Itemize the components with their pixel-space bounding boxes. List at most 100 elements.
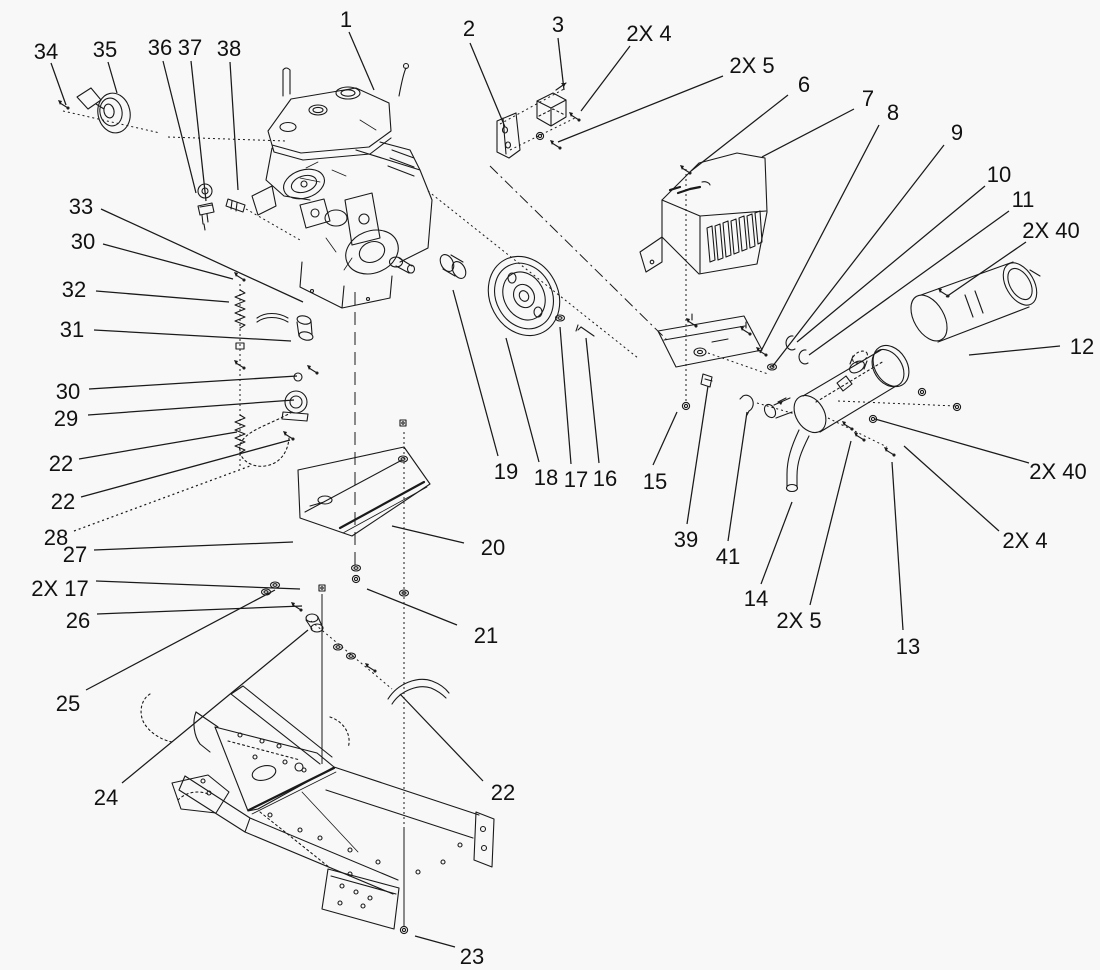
bolt-24-head-icon <box>318 584 326 592</box>
leader-line-7 <box>761 108 855 158</box>
axis-line <box>827 417 888 448</box>
leader-line-2X4 <box>903 445 1000 532</box>
leader-line-26 <box>96 605 303 615</box>
axis-line <box>509 117 576 151</box>
callout-label-19: 19 <box>494 459 518 484</box>
callout-label-2X4: 2X 4 <box>626 21 671 46</box>
callout-label-23: 23 <box>460 944 484 969</box>
leader-line-2X17 <box>95 580 301 590</box>
callout-label-24: 24 <box>94 785 118 810</box>
callout-label-31: 31 <box>60 317 84 342</box>
leader-line-32 <box>95 290 230 303</box>
leader-line-2X5 <box>557 75 724 143</box>
callout-label-26: 26 <box>66 608 90 633</box>
support-plate-drawing <box>657 313 809 411</box>
callout-label-15: 15 <box>643 469 667 494</box>
callout-label-37: 37 <box>178 35 202 60</box>
washer-25-icon <box>269 581 281 589</box>
callout-label-3: 3 <box>552 12 564 37</box>
clamp-41 <box>739 394 754 416</box>
leader-line-1 <box>348 31 375 91</box>
clamp-half-10 <box>785 335 796 351</box>
callout-label-25: 25 <box>56 691 80 716</box>
leader-line-25 <box>85 589 276 691</box>
leader-line-2 <box>469 42 506 128</box>
callout-label-14: 14 <box>744 586 768 611</box>
callout-label-18: 18 <box>534 465 558 490</box>
cover-drawing <box>639 152 768 275</box>
callout-label-16: 16 <box>593 466 617 491</box>
muffler-drawing <box>739 287 962 493</box>
leader-line-18 <box>505 337 540 463</box>
leader-line-41 <box>727 411 748 542</box>
axis-line <box>707 352 769 375</box>
mount-hardware-drawing <box>260 581 377 673</box>
leader-line-19 <box>452 289 499 457</box>
leader-line-29 <box>87 399 295 416</box>
callout-label-8: 8 <box>887 100 899 125</box>
muffler-guard-drawing <box>910 261 1041 343</box>
callout-label-12: 12 <box>1070 334 1094 359</box>
axis-line <box>245 208 301 241</box>
callout-label-11: 11 <box>1012 187 1035 212</box>
callout-label-34: 34 <box>34 39 58 64</box>
leader-line-28 <box>73 465 251 532</box>
leader-line-27 <box>93 541 294 551</box>
axis-line <box>756 402 796 415</box>
leader-line-21 <box>366 588 458 626</box>
pulley-drawing <box>439 254 595 337</box>
callout-label-2X4: 2X 4 <box>1002 528 1047 553</box>
bolt-23-head-icon <box>399 419 407 427</box>
leader-line-11 <box>808 210 1010 356</box>
clamp-half-11 <box>798 349 809 365</box>
callout-label-2X5: 2X 5 <box>729 53 774 78</box>
leader-line-13 <box>891 461 904 631</box>
nut-21-icon <box>351 574 361 584</box>
leader-line-31 <box>93 329 292 342</box>
leader-line-23 <box>414 935 456 948</box>
leader-line-35 <box>107 61 118 94</box>
leader-line-3 <box>557 37 565 91</box>
nut-23-icon <box>399 925 409 935</box>
callout-label-2X17: 2X 17 <box>31 576 89 601</box>
screw-34-icon <box>57 99 70 110</box>
clamp-30 <box>293 372 303 382</box>
leader-line-2X40 <box>945 241 1027 298</box>
leader-line-9 <box>771 144 945 368</box>
callout-label-13: 13 <box>896 634 920 659</box>
mount-bracket-drawing <box>496 82 581 159</box>
leader-line-37 <box>190 60 207 202</box>
callout-label-21: 21 <box>474 623 498 648</box>
leader-line-12 <box>968 345 1061 356</box>
leader-line-34 <box>50 62 67 106</box>
axis-line <box>837 400 957 407</box>
leader-line-20 <box>391 525 465 544</box>
spring-lower <box>234 414 246 454</box>
axis-line <box>167 136 287 142</box>
washer-icon <box>350 564 362 572</box>
callout-label-28: 28 <box>44 525 68 550</box>
nut-40-icon <box>917 387 927 397</box>
leader-line-6 <box>690 94 789 172</box>
leader-line-14 <box>760 501 793 585</box>
leader-line-17 <box>559 326 572 465</box>
leader-line-39 <box>686 385 709 525</box>
leader-line-22 <box>399 693 484 782</box>
axis-line <box>499 88 565 125</box>
callout-label-2X5: 2X 5 <box>776 608 821 633</box>
callout-label-6: 6 <box>798 72 810 97</box>
nut-15-icon <box>681 401 691 411</box>
knob-drawing <box>57 87 131 134</box>
construction-axes <box>62 88 957 926</box>
leader-line-30 <box>88 375 298 390</box>
callout-label-30: 30 <box>56 379 80 404</box>
leader-line-2X5 <box>809 440 852 606</box>
axis-line <box>427 190 639 359</box>
callout-label-2: 2 <box>463 16 475 41</box>
bushing-24 <box>310 623 324 633</box>
washer-17-icon <box>332 643 344 651</box>
callout-label-7: 7 <box>862 86 874 111</box>
callout-label-22: 22 <box>491 780 515 805</box>
